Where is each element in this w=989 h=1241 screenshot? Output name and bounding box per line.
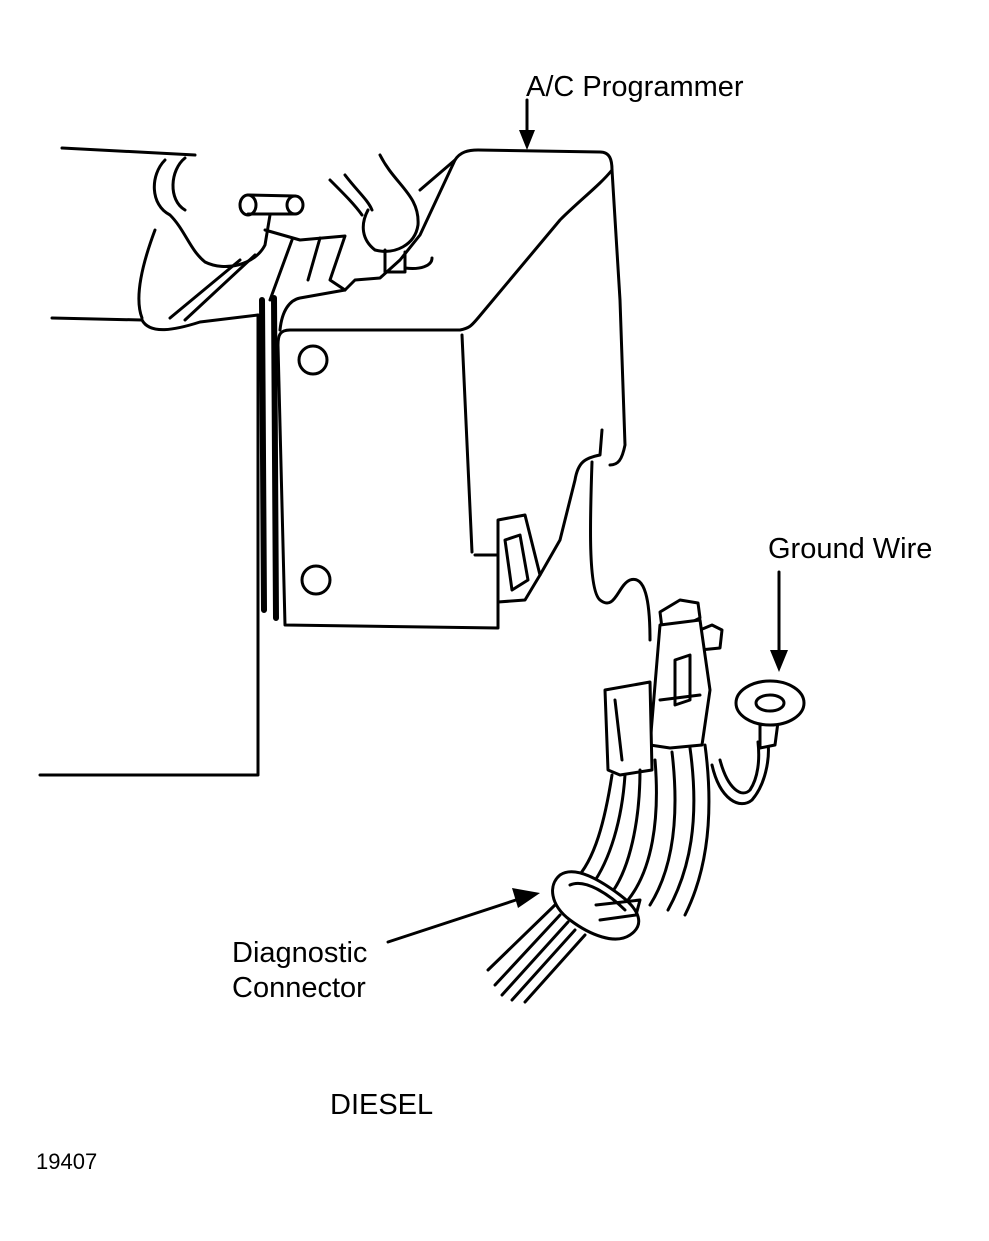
figure-number: 19407 [36,1149,97,1174]
ac-programmer-label: A/C Programmer [526,71,744,103]
diagnostic-connector-label-line2: Connector [232,972,366,1004]
engine-type-label: DIESEL [330,1089,433,1121]
ac-programmer-arrowhead [519,130,535,150]
vacuum-fittings [137,153,434,322]
ground-wire [710,679,806,806]
ground-wire-label: Ground Wire [768,533,932,565]
diagnostic-connector [603,598,724,777]
ac-programmer-box [276,148,627,630]
diagnostic-connector-label-line1: Diagnostic [232,937,367,969]
mounting-panel [38,146,279,777]
programmer-wire [589,460,652,642]
wire-bundle [486,743,711,1004]
ground-wire-arrowhead [770,650,788,672]
leader-arrows [386,98,788,944]
diagnostic-connector-arrowhead [512,888,540,908]
